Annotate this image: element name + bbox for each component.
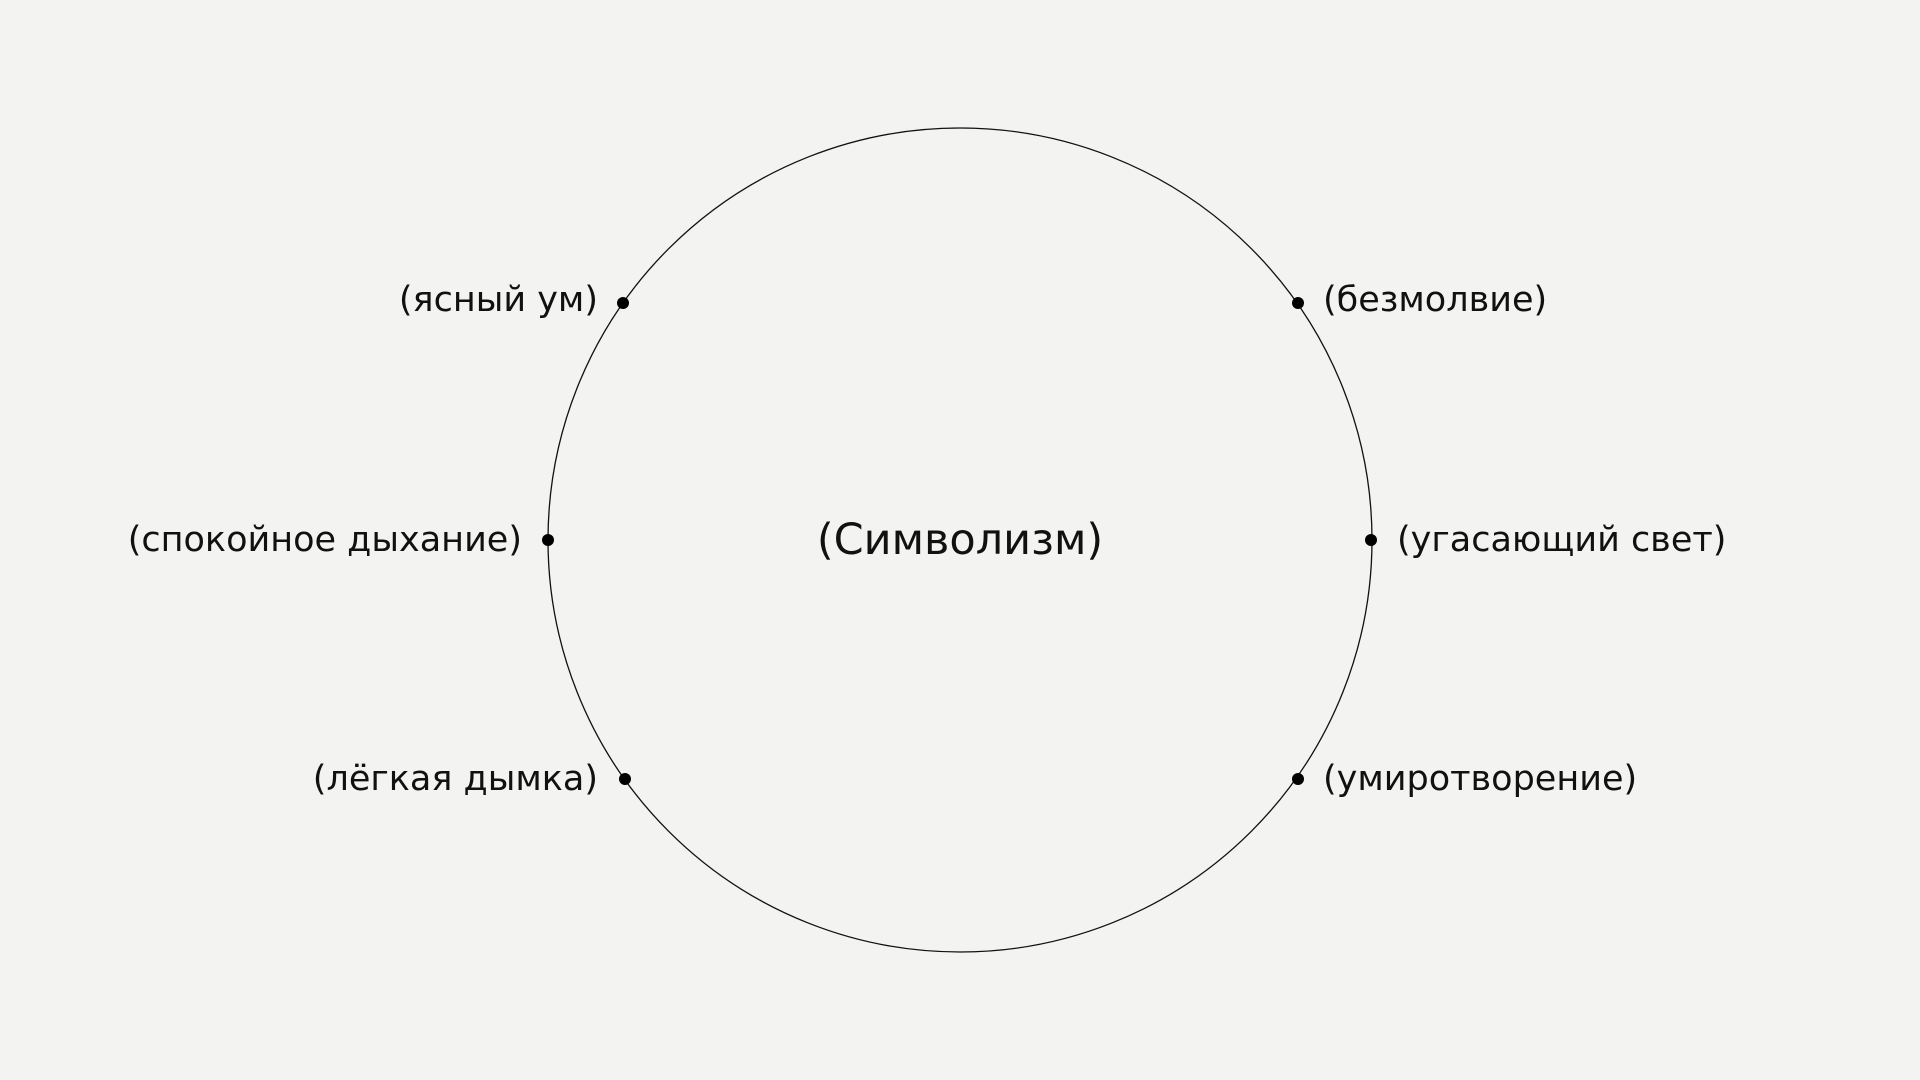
node-label-fading-light: (угасающий свет) <box>1397 520 1727 560</box>
node-dot-light-haze <box>619 773 631 785</box>
node-dot-silence <box>1292 297 1304 309</box>
node-dot-calm-breath <box>542 534 554 546</box>
node-label-light-haze: (лёгкая дымка) <box>312 759 598 799</box>
node-label-clear-mind: (ясный ум) <box>398 280 598 320</box>
node-label-calm-breath: (спокойное дыхание) <box>127 520 522 560</box>
node-dot-clear-mind <box>617 297 629 309</box>
node-dot-fading-light <box>1365 534 1377 546</box>
node-label-serenity: (умиротворение) <box>1323 759 1638 799</box>
center-label: (Символизм) <box>816 515 1104 565</box>
node-dot-serenity <box>1292 773 1304 785</box>
node-label-silence: (безмолвие) <box>1323 280 1548 320</box>
